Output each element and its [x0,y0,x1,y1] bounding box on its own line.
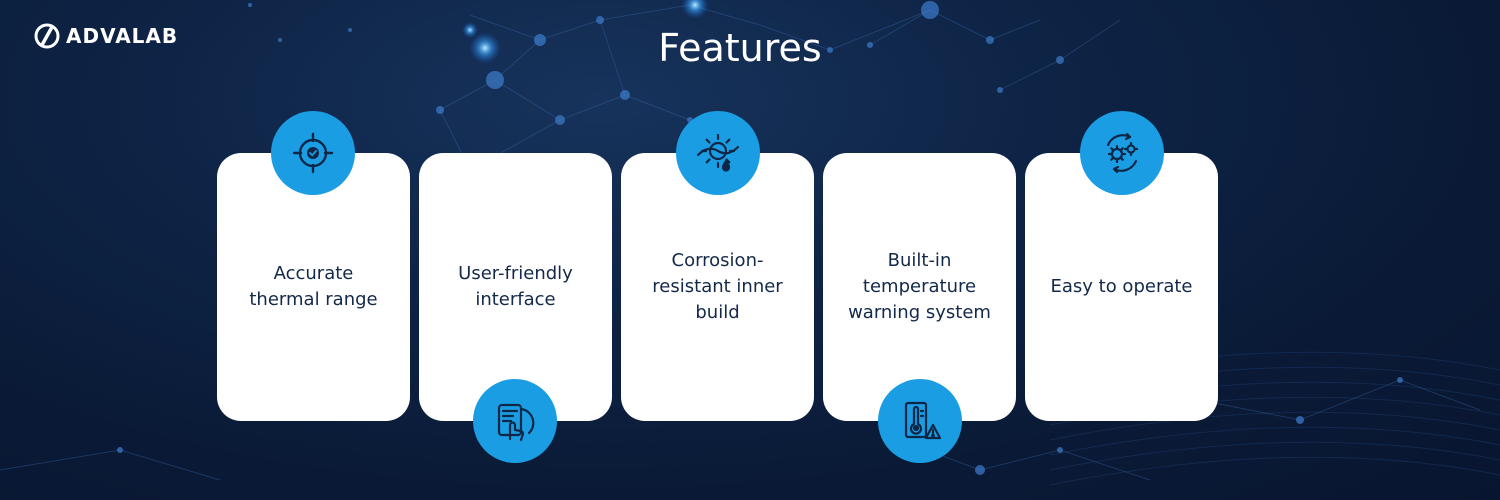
brand-name: ADVALAB [66,24,179,48]
advalab-logo-icon [34,23,60,49]
target-check-icon [271,111,355,195]
feature-label: User-friendly interface [458,263,573,310]
cycle-gears-icon [1080,111,1164,195]
feature-card-corrosion-resistant: Corrosion- resistant inner build [621,153,814,421]
brand-logo: ADVALAB [34,22,178,50]
feature-label: Built-in temperature warning system [848,250,991,323]
feature-card-user-friendly-interface: User-friendly interface [419,153,612,421]
page-title: Features [658,26,822,70]
touch-dashboard-icon [473,379,557,463]
feature-label: Accurate thermal range [249,263,378,310]
gear-drop-icon [676,111,760,195]
feature-card-accurate-thermal-range: Accurate thermal range [217,153,410,421]
feature-card-easy-to-operate: Easy to operate [1025,153,1218,421]
feature-label: Easy to operate [1050,276,1193,297]
thermometer-warning-icon [878,379,962,463]
feature-label: Corrosion- resistant inner build [652,250,783,323]
feature-card-temperature-warning: Built-in temperature warning system [823,153,1016,421]
